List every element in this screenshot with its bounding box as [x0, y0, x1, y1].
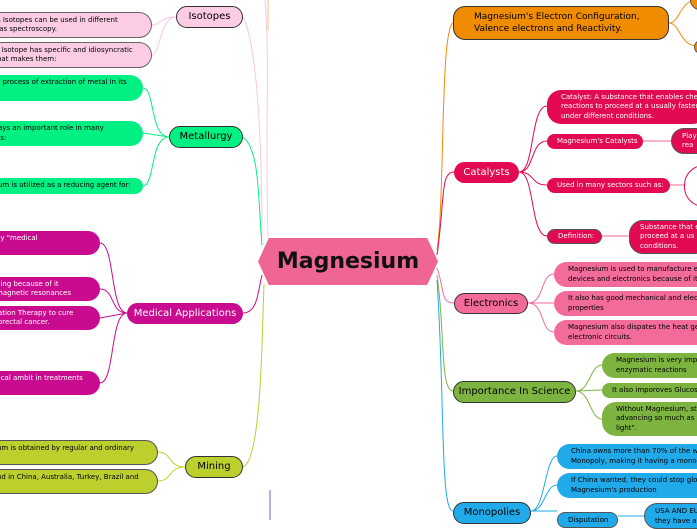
monopolies-item[interactable]: If China wanted, they could stop glob Ma…	[557, 473, 697, 498]
topic-label: Isotopes	[188, 11, 231, 23]
isotopes-item[interactable]: s Isotopes can be used in different as s…	[0, 12, 152, 38]
mining-item[interactable]: nd in China, Australia, Turkey, Brazil a…	[0, 469, 158, 494]
topic-label: Monopolies	[463, 507, 521, 519]
topic-mining[interactable]: Mining	[185, 456, 243, 478]
medical-item[interactable]: ging because of it magnetic resonances	[0, 277, 100, 301]
monopolies-item[interactable]: Disputation	[557, 512, 618, 528]
electronics-item[interactable]: It also has good mechanical and elect pr…	[554, 291, 697, 316]
topic-label: Metallurgy	[179, 131, 233, 143]
science-item[interactable]: Magnesium is very imp enzymatic reaction…	[602, 353, 697, 378]
topic-monopolies[interactable]: Monopolies	[453, 502, 531, 524]
metallurgy-item[interactable]: e process of extraction of metal in its	[0, 75, 143, 101]
catalysts-item[interactable]: Definition:	[547, 229, 602, 244]
topic-isotopes[interactable]: Isotopes	[176, 6, 243, 28]
topic-catalysts[interactable]: Catalysts	[454, 162, 519, 183]
topic-electron-configuration[interactable]: Magnesium's Electron Configuration, Vale…	[453, 6, 669, 40]
catalysts-item[interactable]: Used in many sectors such as:	[547, 178, 670, 193]
topic-label: Medical Applications	[133, 307, 237, 319]
topic-medical-applications[interactable]: Medical Applications	[127, 303, 243, 324]
central-topic[interactable]: Magnesium	[258, 238, 438, 285]
catalysts-sub[interactable]: Play rea	[671, 128, 697, 154]
monopolies-item[interactable]: China owns more than 70% of the wo Monop…	[557, 444, 697, 469]
catalysts-item[interactable]: Magnesium's Catalysts	[547, 134, 643, 149]
catalysts-sub[interactable]: Substance that e proceed at a us conditi…	[629, 220, 697, 254]
topic-label: Importance In Science	[458, 386, 571, 398]
topic-label: Mining	[197, 461, 231, 473]
medical-item[interactable]: ny "medical	[0, 231, 100, 255]
metallurgy-item[interactable]: ium is utilized as a reducing agent for:	[0, 178, 143, 194]
topic-label: Catalysts	[463, 166, 510, 178]
topic-label: Electronics	[463, 297, 519, 309]
science-item[interactable]: Without Magnesium, st advancing so much …	[602, 402, 697, 436]
topic-metallurgy[interactable]: Metallurgy	[169, 126, 243, 148]
isotopes-item[interactable]: f Isotope has specific and idiosyncratic…	[0, 42, 152, 68]
mining-item[interactable]: um is obtained by regular and ordinary	[0, 440, 158, 465]
metallurgy-item[interactable]: lays an important role in many es:	[0, 121, 143, 146]
topic-electronics[interactable]: Electronics	[454, 293, 528, 314]
central-topic-label: Magnesium	[276, 249, 420, 274]
topic-importance-in-science[interactable]: Importance In Science	[453, 381, 576, 403]
monopolies-sub[interactable]: USA AND EU they have a	[644, 503, 697, 529]
science-item[interactable]: It also imporoves Glucose	[602, 383, 697, 398]
medical-item[interactable]: iation Therapy to cure lorectal cancer.	[0, 306, 100, 330]
electronics-item[interactable]: Magnesium also dispates the heat gen ele…	[554, 320, 697, 345]
medical-item[interactable]: tical ambit in treatments	[0, 371, 100, 395]
electronics-item[interactable]: Magnesium is used to manufacture el devi…	[554, 262, 697, 287]
catalysts-item[interactable]: Catalyst: A substance that enables chem …	[547, 90, 697, 124]
